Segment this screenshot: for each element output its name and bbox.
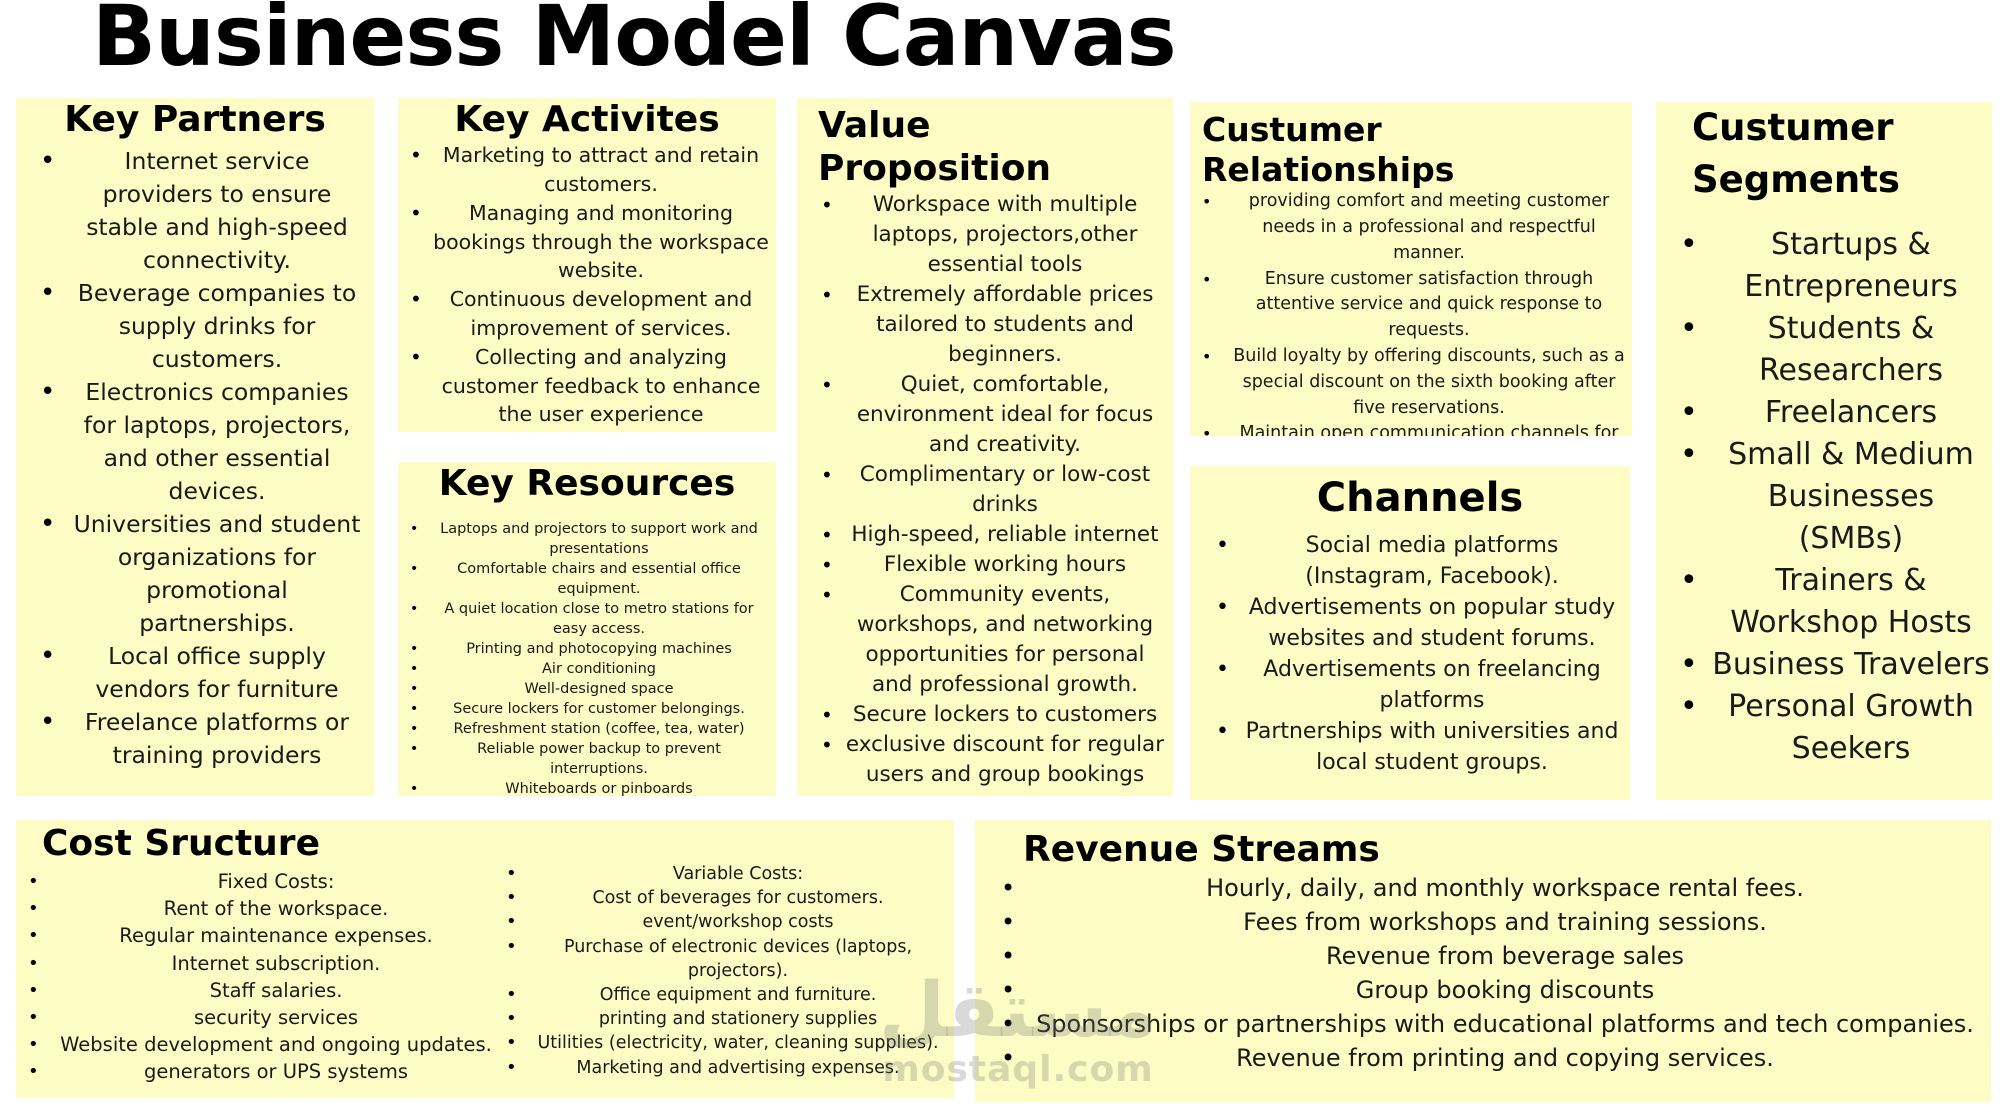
list-item: Electronics companies for laptops, proje… (40, 376, 364, 508)
list-item: Marketing to attract and retain customer… (410, 141, 770, 199)
list-item: Fixed Costs: (28, 868, 500, 895)
list-item: Workspace with multiple laptops, project… (821, 190, 1167, 280)
key-activities-heading: Key Activites (454, 99, 720, 140)
customer-segments-box: Custumer Segments Startups & Entrepreneu… (1656, 102, 1992, 800)
list-item: Internet service providers to ensure sta… (40, 145, 364, 277)
list-item: Business Travelers (1680, 644, 1990, 686)
key-resources-box: Key Resources Laptops and projectors to … (398, 462, 776, 796)
customer-relationships-list: providing comfort and meeting customer n… (1190, 189, 1632, 436)
customer-segments-heading: Custumer Segments (1692, 106, 1900, 201)
list-item: Managing and monitoring bookings through… (410, 199, 770, 285)
key-resources-heading: Key Resources (438, 463, 736, 504)
list-item: event/workshop costs (506, 910, 946, 934)
list-item: Flexible working hours (821, 550, 1167, 580)
list-item: Ensure customer satisfaction through att… (1202, 267, 1628, 344)
list-item: High-speed, reliable internet (821, 520, 1167, 550)
list-item: Revenue from beverage sales (1001, 939, 1979, 973)
list-item: Comfortable chairs and essential office … (410, 559, 770, 599)
list-item: Quiet, comfortable, environment ideal fo… (821, 370, 1167, 460)
list-item: exclusive discount for regular users and… (821, 730, 1167, 790)
list-item: Small & Medium Businesses (SMBs) (1680, 434, 1990, 560)
list-item: Marketing and advertising expenses. (506, 1056, 946, 1080)
list-item: Hourly, daily, and monthly workspace ren… (1001, 871, 1979, 905)
list-item: Well-designed space (410, 679, 770, 699)
list-item: providing comfort and meeting customer n… (1202, 189, 1628, 266)
key-activities-box: Key Activites Marketing to attract and r… (398, 98, 776, 432)
fixed-costs-list: Fixed Costs: Rent of the workspace. Regu… (28, 868, 500, 1086)
revenue-streams-heading: Revenue Streams (1023, 829, 1380, 870)
key-activities-list: Marketing to attract and retain customer… (398, 141, 776, 429)
list-item: Revenue from printing and copying servic… (1001, 1041, 1979, 1075)
list-item: Staff salaries. (28, 977, 500, 1004)
list-item: Freelance platforms or training provider… (40, 706, 364, 772)
list-item: Air conditioning (410, 659, 770, 679)
value-proposition-heading: Value Proposition (818, 105, 1052, 190)
list-item: Whiteboards or pinboards (410, 779, 770, 796)
list-item: Extremely affordable prices tailored to … (821, 280, 1167, 370)
channels-list: Social media platforms (Instagram, Faceb… (1190, 522, 1630, 778)
list-item: Community events, workshops, and network… (821, 580, 1167, 700)
list-item: Complimentary or low-cost drinks (821, 460, 1167, 520)
list-item: generators or UPS systems (28, 1058, 500, 1085)
list-item: Fees from workshops and training session… (1001, 905, 1979, 939)
list-item: Internet subscription. (28, 950, 500, 977)
cost-structure-box: Cost Sructure Fixed Costs: Rent of the w… (16, 820, 954, 1098)
customer-relationships-box: Custumer Relationships providing comfort… (1190, 102, 1632, 436)
list-item: Beverage companies to supply drinks for … (40, 277, 364, 376)
key-resources-list: Laptops and projectors to support work a… (398, 505, 776, 796)
list-item: Universities and student organizations f… (40, 508, 364, 640)
channels-heading: Channels (1316, 475, 1524, 521)
list-item: Reliable power backup to prevent interru… (410, 739, 770, 779)
list-item: printing and stationery supplies (506, 1007, 946, 1031)
revenue-streams-list: Hourly, daily, and monthly workspace ren… (975, 871, 1991, 1075)
list-item: Advertisements on freelancing platforms (1216, 654, 1624, 716)
value-proposition-box: Value Proposition Workspace with multipl… (797, 98, 1173, 796)
list-item: Continuous development and improvement o… (410, 285, 770, 343)
list-item: security services (28, 1004, 500, 1031)
list-item: Collecting and analyzing customer feedba… (410, 343, 770, 429)
list-item: Build loyalty by offering discounts, suc… (1202, 344, 1628, 421)
list-item: Office equipment and furniture. (506, 983, 946, 1007)
list-item: Website development and ongoing updates. (28, 1031, 500, 1058)
list-item: Social media platforms (Instagram, Faceb… (1216, 530, 1624, 592)
list-item: Laptops and projectors to support work a… (410, 519, 770, 559)
variable-costs-list: Variable Costs: Cost of beverages for cu… (506, 862, 946, 1080)
list-item: Freelancers (1680, 392, 1990, 434)
revenue-streams-box: Revenue Streams Hourly, daily, and month… (975, 820, 1991, 1102)
list-item: Advertisements on popular study websites… (1216, 592, 1624, 654)
list-item: Utilities (electricity, water, cleaning … (506, 1031, 946, 1055)
list-item: Partnerships with universities and local… (1216, 716, 1624, 778)
customer-segments-list: Startups & Entrepreneurs Students & Rese… (1656, 206, 1992, 770)
list-item: Personal Growth Seekers (1680, 686, 1990, 770)
list-item: Variable Costs: (506, 862, 946, 886)
list-item: Local office supply vendors for furnitur… (40, 640, 364, 706)
key-partners-list: Internet service providers to ensure sta… (16, 141, 374, 772)
list-item: Rent of the workspace. (28, 895, 500, 922)
list-item: Trainers & Workshop Hosts (1680, 560, 1990, 644)
list-item: Group booking discounts (1001, 973, 1979, 1007)
cost-structure-heading: Cost Sructure (42, 823, 320, 864)
list-item: Startups & Entrepreneurs (1680, 224, 1990, 308)
list-item: Sponsorships or partnerships with educat… (1001, 1007, 1979, 1041)
list-item: Regular maintenance expenses. (28, 922, 500, 949)
list-item: Purchase of electronic devices (laptops,… (506, 935, 946, 983)
value-proposition-list: Workspace with multiple laptops, project… (797, 190, 1173, 790)
list-item: Refreshment station (coffee, tea, water) (410, 719, 770, 739)
list-item: Secure lockers for customer belongings. (410, 699, 770, 719)
key-partners-box: Key Partners Internet service providers … (16, 98, 374, 796)
list-item: Secure lockers to customers (821, 700, 1167, 730)
list-item: A quiet location close to metro stations… (410, 599, 770, 639)
key-partners-heading: Key Partners (64, 99, 326, 140)
customer-relationships-heading: Custumer Relationships (1202, 110, 1455, 189)
page-title: Business Model Canvas (92, 0, 1177, 85)
list-item: Cost of beverages for customers. (506, 886, 946, 910)
channels-box: Channels Social media platforms (Instagr… (1190, 466, 1630, 800)
list-item: Maintain open communication channels for… (1202, 421, 1628, 436)
list-item: Printing and photocopying machines (410, 639, 770, 659)
list-item: Students & Researchers (1680, 308, 1990, 392)
